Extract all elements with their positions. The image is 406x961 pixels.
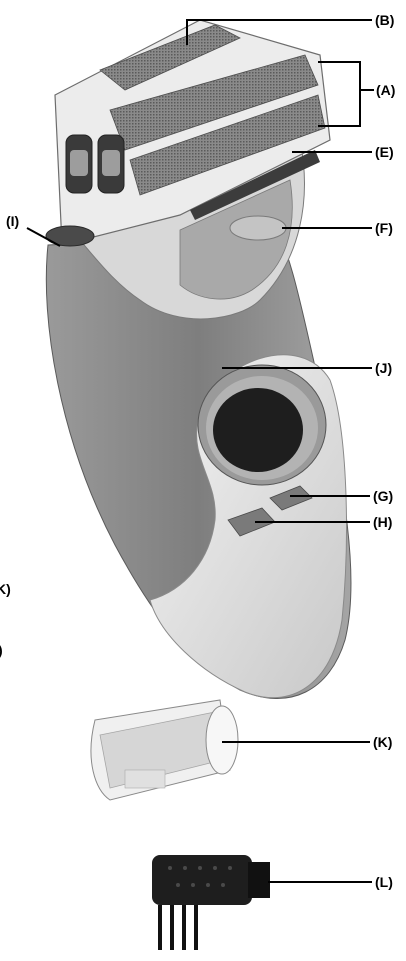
label-g: (G) — [373, 488, 393, 504]
label-f: (F) — [375, 220, 393, 236]
charge-indicator-ring — [198, 365, 326, 485]
label-i: (I) — [6, 213, 19, 229]
cleaning-brush — [152, 855, 270, 950]
label-e: (E) — [375, 144, 394, 160]
label-l: (L) — [375, 874, 393, 890]
label-a: (A) — [376, 82, 395, 98]
protective-cap — [91, 700, 238, 800]
label-k: (K) — [373, 734, 392, 750]
label-cut-left-1: K) — [0, 581, 11, 597]
label-h: (H) — [373, 514, 392, 530]
label-cut-left-2: ) — [0, 642, 3, 658]
label-j: (J) — [375, 360, 392, 376]
foil-release-button[interactable] — [230, 216, 286, 240]
display-screen — [213, 388, 303, 472]
shaver-body — [46, 20, 351, 699]
label-b: (B) — [375, 12, 394, 28]
